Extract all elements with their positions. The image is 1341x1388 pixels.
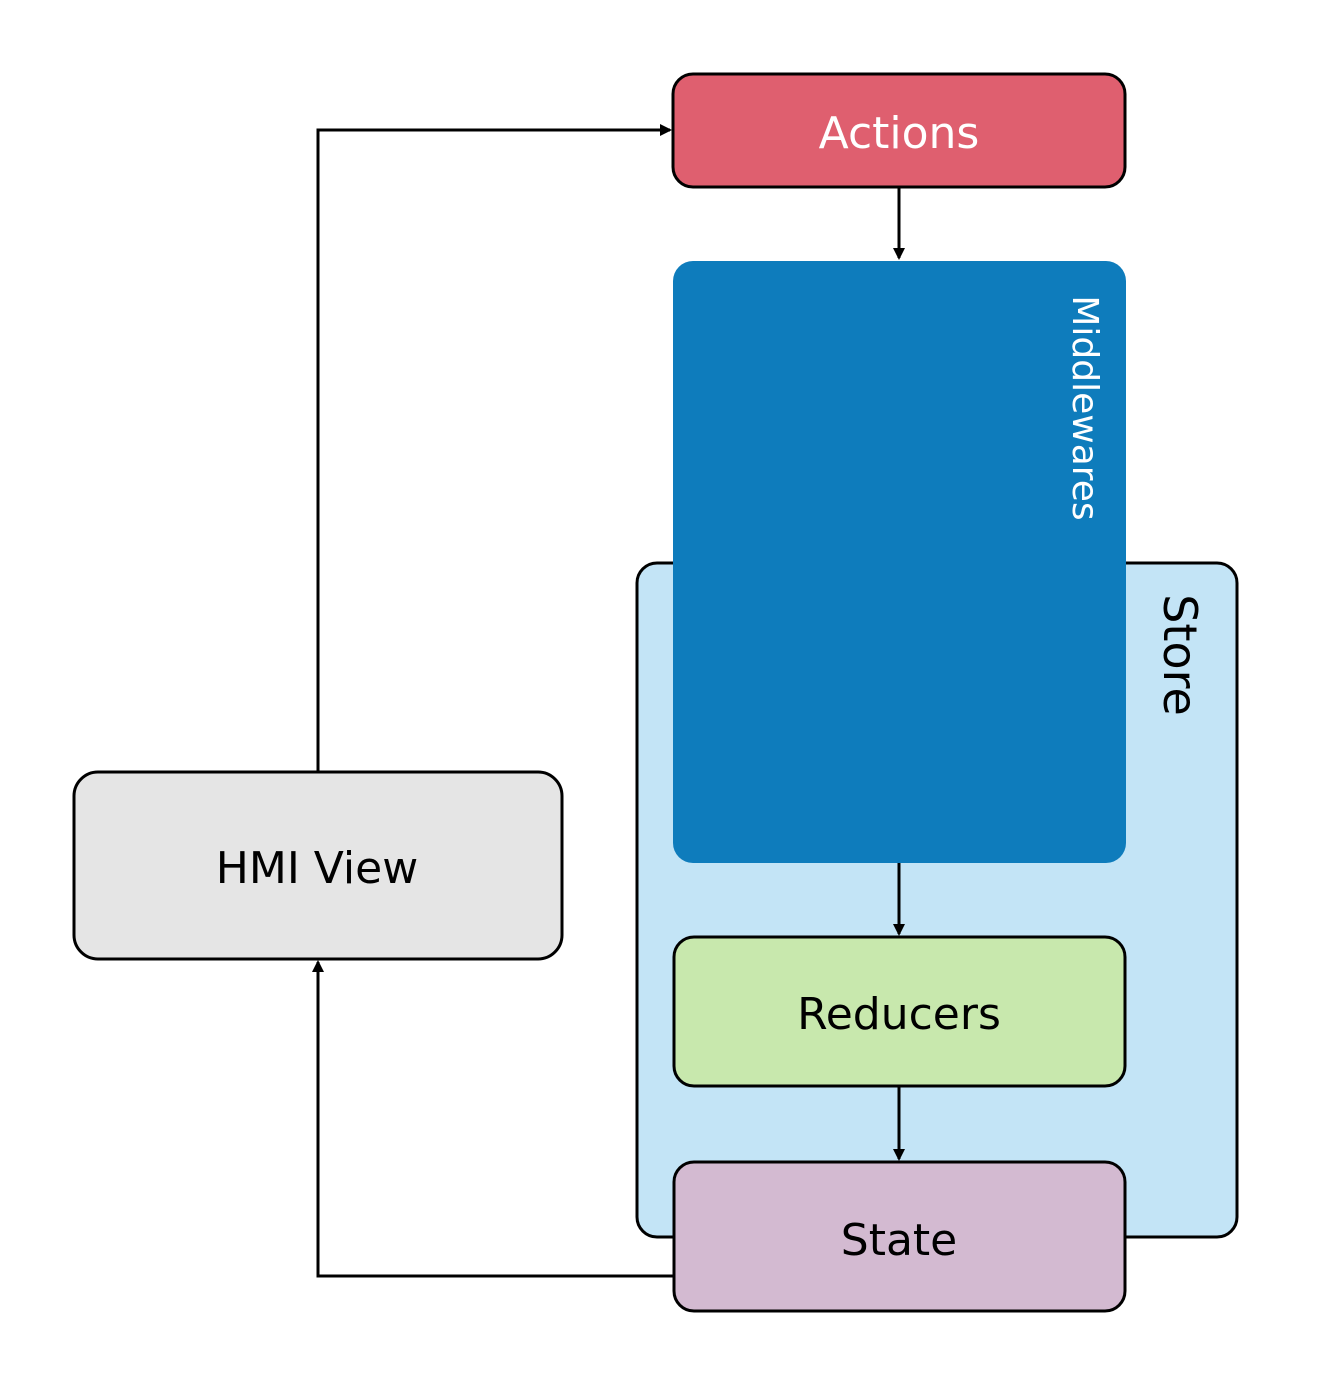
reducers-node: Reducers [672,935,1127,1088]
state-node: State [672,1160,1127,1313]
middlewares-box [673,261,1126,863]
middlewares-label: Middlewares [1064,295,1105,520]
edge-hmi-view-to-actions [316,124,672,772]
edge-state-to-hmi-view [312,960,674,1278]
actions-label: Actions [819,108,980,159]
hmi-view-label: HMI View [216,843,418,894]
reducers-label: Reducers [797,989,1001,1040]
middlewares-node: Middlewares [673,261,1126,863]
state-label: State [841,1215,957,1266]
state-box [672,1160,1127,1313]
actions-node: Actions [671,72,1127,189]
store-label: Store [1153,594,1207,716]
hmi-view-node: HMI View [72,770,564,961]
